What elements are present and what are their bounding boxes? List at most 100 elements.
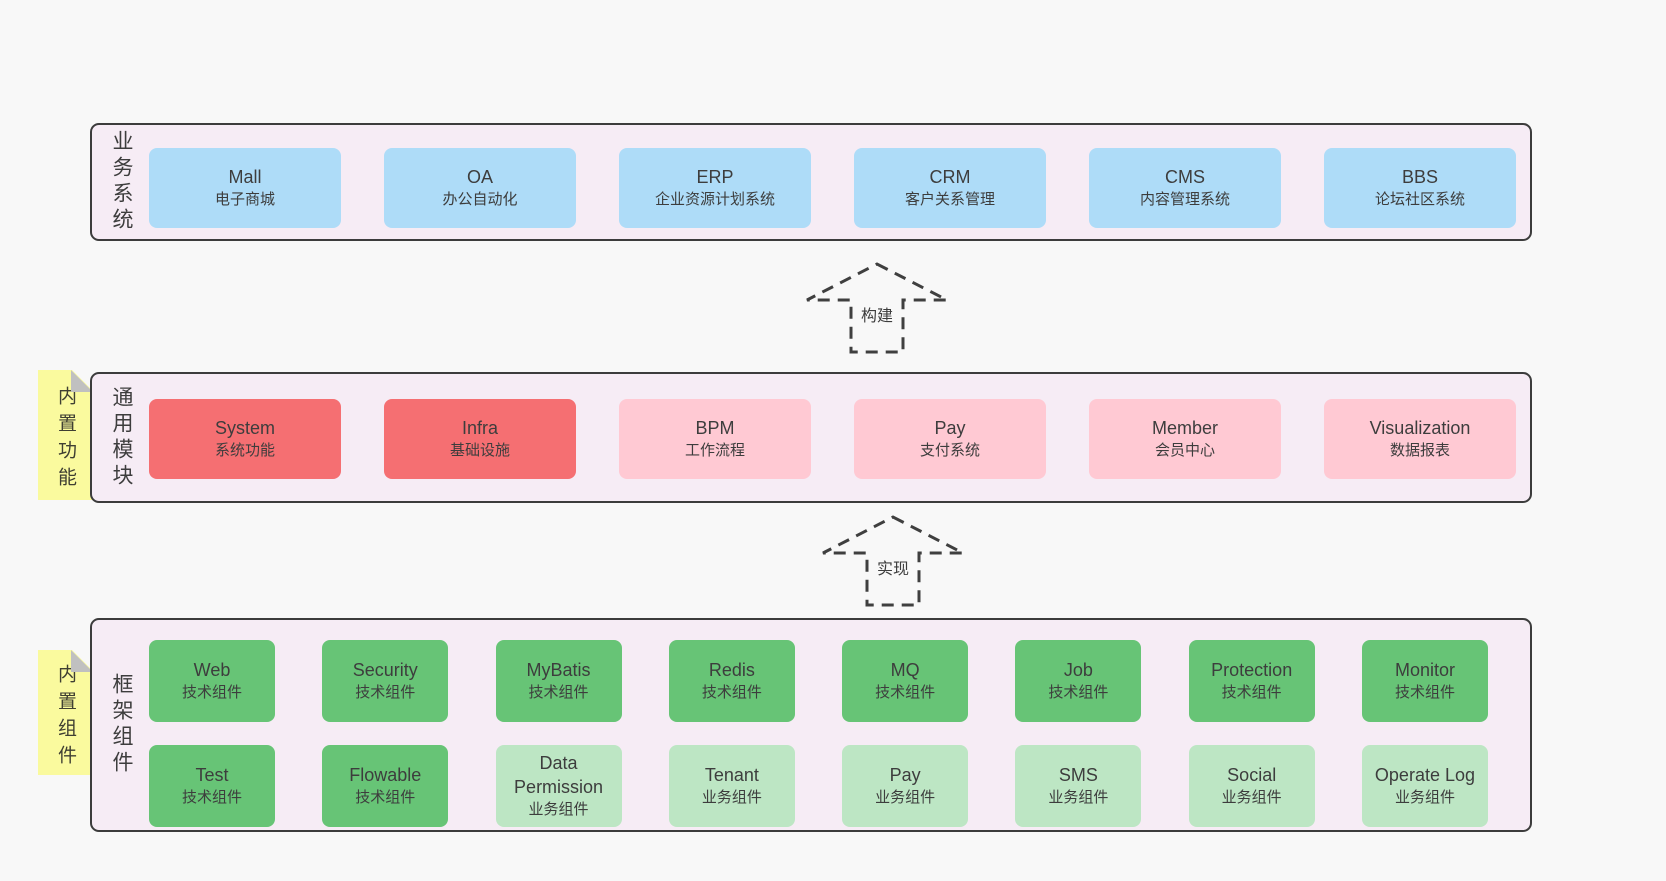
business-systems-panel: 业务系统 Mall 电子商城 OA 办公自动化 ERP 企业资源计划系统 CRM… xyxy=(90,123,1532,241)
box-monitor: Monitor 技术组件 xyxy=(1361,640,1488,722)
framework-row-2: Test 技术组件 Flowable 技术组件 Data Permission … xyxy=(149,745,1488,827)
box-subtitle: 技术组件 xyxy=(1048,684,1109,701)
box-title: SMS xyxy=(1058,765,1098,785)
box-subtitle: 系统功能 xyxy=(214,442,275,459)
box-title: Pay xyxy=(889,765,921,785)
box-title: BBS xyxy=(1401,167,1439,187)
up-block-arrow-icon xyxy=(822,515,964,607)
box-title: Visualization xyxy=(1369,418,1471,438)
box-subtitle: 数据报表 xyxy=(1389,442,1450,459)
box-title: Job xyxy=(1063,660,1093,680)
box-pay-business: Pay 业务组件 xyxy=(842,745,969,827)
box-subtitle: 业务组件 xyxy=(1394,789,1455,806)
box-subtitle: 技术组件 xyxy=(528,684,589,701)
framework-components-side-label: 框架组件 xyxy=(110,673,133,777)
box-title: MQ xyxy=(890,660,920,680)
build-arrow: 构建 xyxy=(805,262,949,354)
box-visualization: Visualization 数据报表 xyxy=(1324,399,1516,479)
box-system: System 系统功能 xyxy=(149,399,341,479)
box-subtitle: 技术组件 xyxy=(181,789,242,806)
box-subtitle: 技术组件 xyxy=(181,684,242,701)
box-redis: Redis 技术组件 xyxy=(668,640,795,722)
box-member: Member 会员中心 xyxy=(1089,399,1281,479)
box-subtitle: 技术组件 xyxy=(1394,684,1455,701)
box-title: CRM xyxy=(929,167,971,187)
box-crm: CRM 客户关系管理 xyxy=(854,148,1046,228)
box-job: Job 技术组件 xyxy=(1015,640,1142,722)
box-title: Infra xyxy=(461,418,499,438)
box-subtitle: 技术组件 xyxy=(875,684,936,701)
box-title: Test xyxy=(195,765,229,785)
box-subtitle: 内容管理系统 xyxy=(1139,191,1230,208)
box-subtitle: 业务组件 xyxy=(1048,789,1109,806)
box-title: Data Permission xyxy=(514,753,604,797)
box-title: Mall xyxy=(228,167,262,187)
box-security: Security 技术组件 xyxy=(322,640,449,722)
box-title: CMS xyxy=(1165,167,1205,187)
sticky-note-builtin-components: 内置组件 xyxy=(38,649,94,775)
box-mall: Mall 电子商城 xyxy=(149,148,341,228)
box-title: OA xyxy=(466,167,493,187)
box-mybatis: MyBatis 技术组件 xyxy=(495,640,622,722)
box-title: Monitor xyxy=(1394,660,1455,680)
box-protection: Protection 技术组件 xyxy=(1188,640,1315,722)
box-subtitle: 业务组件 xyxy=(701,789,762,806)
up-block-arrow-icon xyxy=(806,262,948,354)
common-modules-box-row: System 系统功能 Infra 基础设施 BPM 工作流程 Pay 支付系统… xyxy=(149,399,1516,479)
box-title: Flowable xyxy=(349,765,422,785)
business-systems-box-row: Mall 电子商城 OA 办公自动化 ERP 企业资源计划系统 CRM 客户关系… xyxy=(149,148,1516,228)
box-infra: Infra 基础设施 xyxy=(384,399,576,479)
box-subtitle: 基础设施 xyxy=(449,442,510,459)
box-title: MyBatis xyxy=(526,660,591,680)
box-subtitle: 支付系统 xyxy=(919,442,980,459)
box-subtitle: 工作流程 xyxy=(684,442,745,459)
box-title: Member xyxy=(1151,418,1218,438)
box-subtitle: 企业资源计划系统 xyxy=(654,191,775,208)
box-title: Operate Log xyxy=(1374,765,1475,785)
box-title: System xyxy=(214,418,275,438)
box-title: Pay xyxy=(934,418,966,438)
build-arrow-label: 构建 xyxy=(857,302,897,326)
box-operate-log: Operate Log 业务组件 xyxy=(1361,745,1488,827)
box-flowable: Flowable 技术组件 xyxy=(322,745,449,827)
box-web: Web 技术组件 xyxy=(149,640,275,722)
box-social: Social 业务组件 xyxy=(1188,745,1315,827)
common-modules-side-label: 通用模块 xyxy=(110,385,133,490)
business-systems-side-label: 业务系统 xyxy=(110,130,133,234)
box-cms: CMS 内容管理系统 xyxy=(1089,148,1281,228)
implement-arrow: 实现 xyxy=(821,515,965,607)
box-subtitle: 业务组件 xyxy=(875,789,936,806)
box-erp: ERP 企业资源计划系统 xyxy=(619,148,811,228)
sticky-note-text: 内置组件 xyxy=(55,663,76,772)
box-oa: OA 办公自动化 xyxy=(384,148,576,228)
box-title: Web xyxy=(193,660,231,680)
box-mq: MQ 技术组件 xyxy=(842,640,969,722)
sticky-note-builtin-features: 内置功能 xyxy=(38,369,94,500)
box-bbs: BBS 论坛社区系统 xyxy=(1324,148,1516,228)
framework-components-panel: 框架组件 Web 技术组件 Security 技术组件 MyBatis 技术组件… xyxy=(90,618,1532,832)
box-subtitle: 客户关系管理 xyxy=(904,191,995,208)
box-title: Security xyxy=(352,660,418,680)
box-tenant: Tenant 业务组件 xyxy=(668,745,795,827)
box-subtitle: 技术组件 xyxy=(1221,684,1282,701)
box-title: ERP xyxy=(696,167,734,187)
implement-arrow-label: 实现 xyxy=(873,555,913,579)
box-subtitle: 业务组件 xyxy=(1221,789,1282,806)
box-bpm: BPM 工作流程 xyxy=(619,399,811,479)
box-subtitle: 技术组件 xyxy=(355,684,416,701)
sticky-note-text: 内置功能 xyxy=(55,386,76,494)
box-sms: SMS 业务组件 xyxy=(1015,745,1142,827)
box-subtitle: 办公自动化 xyxy=(442,191,518,208)
box-subtitle: 技术组件 xyxy=(701,684,762,701)
box-title: Tenant xyxy=(704,765,759,785)
box-subtitle: 业务组件 xyxy=(528,801,589,818)
box-title: Social xyxy=(1227,765,1277,785)
common-modules-panel: 通用模块 System 系统功能 Infra 基础设施 BPM 工作流程 Pay… xyxy=(90,372,1532,503)
box-subtitle: 会员中心 xyxy=(1154,442,1215,459)
framework-row-1: Web 技术组件 Security 技术组件 MyBatis 技术组件 Redi… xyxy=(149,640,1488,722)
box-title: Redis xyxy=(708,660,755,680)
box-subtitle: 论坛社区系统 xyxy=(1374,191,1465,208)
box-pay: Pay 支付系统 xyxy=(854,399,1046,479)
box-subtitle: 电子商城 xyxy=(214,191,275,208)
